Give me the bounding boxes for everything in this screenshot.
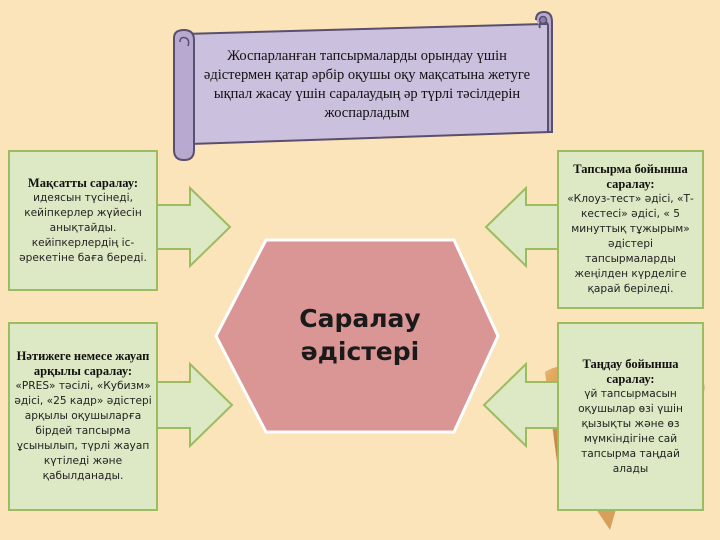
box-top-left	[8, 150, 158, 291]
scroll-banner-text: Жоспарланған тапсырмаларды орындау үшін …	[203, 48, 531, 121]
box-top-right-body: «Клоуз-тест» әдісі, «Т-кестесі» әдісі, «…	[567, 193, 694, 295]
center-hexagon	[214, 238, 500, 434]
box-top-left-title: Мақсатты саралау:	[27, 175, 139, 190]
box-top-right	[557, 150, 704, 309]
arrow-top-right	[484, 185, 561, 269]
scroll-banner	[173, 10, 553, 162]
center-title-line-1: Саралау	[299, 304, 421, 333]
box-bottom-right	[557, 322, 704, 511]
box-bottom-right-title: Таңдау бойынша саралау:	[582, 356, 679, 386]
box-top-right-text: Тапсырма бойынша саралау: «Клоуз-тест» ә…	[562, 155, 699, 304]
box-bottom-left-text: Нәтижеге немесе жауап арқылы саралау: «P…	[13, 327, 153, 506]
box-bottom-right-text: Таңдау бойынша саралау: үй тапсырмасын о…	[562, 327, 699, 506]
box-bottom-left-body: «PRES» тәсілі, «Кубизм» әдісі, «25 кадр»…	[14, 380, 152, 482]
center-title-line-2: әдістері	[300, 337, 420, 366]
box-top-left-text: Мақсатты саралау: идеясын түсінеді, кейі…	[13, 155, 153, 286]
center-title: Саралау әдістері	[250, 290, 470, 380]
box-top-left-body: идеясын түсінеді, кейіпкерлер жүйесін ан…	[19, 191, 147, 264]
arrow-bottom-right	[482, 361, 561, 449]
box-bottom-right-body: үй тапсырмасын оқушылар өзі үшін қызықты…	[578, 387, 683, 475]
box-top-right-title: Тапсырма бойынша саралау:	[573, 162, 688, 191]
arrow-bottom-left	[155, 361, 234, 449]
box-bottom-left-title: Нәтижеге немесе жауап арқылы саралау:	[16, 349, 150, 378]
arrow-top-left	[155, 185, 232, 269]
box-bottom-left	[8, 322, 158, 511]
